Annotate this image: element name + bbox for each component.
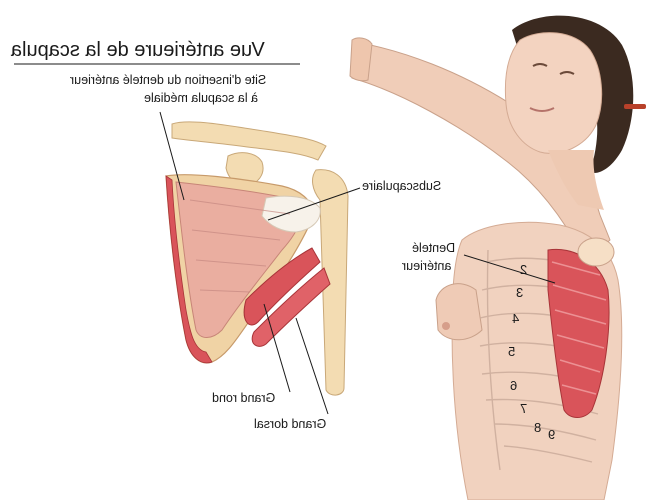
subtitle-line-2: à la scapula médiale [144,91,258,105]
subtitle-line-1: Site d'insertion du dentelé antérieur [70,73,266,87]
rib-number: 7 [520,401,527,416]
rib-number: 4 [512,311,519,326]
shoulder-joint [578,238,614,266]
label-grand-rond: Grand rond [212,391,275,405]
rib-number: 6 [510,378,517,393]
rib-number: 3 [516,285,523,300]
label-grand-dorsal: Grand dorsal [254,417,326,431]
label-dentele-line-2: antérieur [402,259,451,273]
hand [350,38,372,81]
nipple [442,322,450,330]
page-title: Vue antérieure de la scapula [10,39,265,61]
face [505,33,601,154]
rib-number: 9 [548,427,555,442]
hair-clip [624,104,646,109]
rib-number: 5 [508,344,515,359]
rib-number: 8 [534,420,541,435]
woman-figure [350,16,646,500]
label-subscapulaire: Subscapulaire [362,179,441,193]
breast [436,284,482,340]
rib-number: 2 [520,262,527,277]
scapula-illustration [166,122,348,395]
label-dentele-line-1: Dentelé [412,241,455,255]
